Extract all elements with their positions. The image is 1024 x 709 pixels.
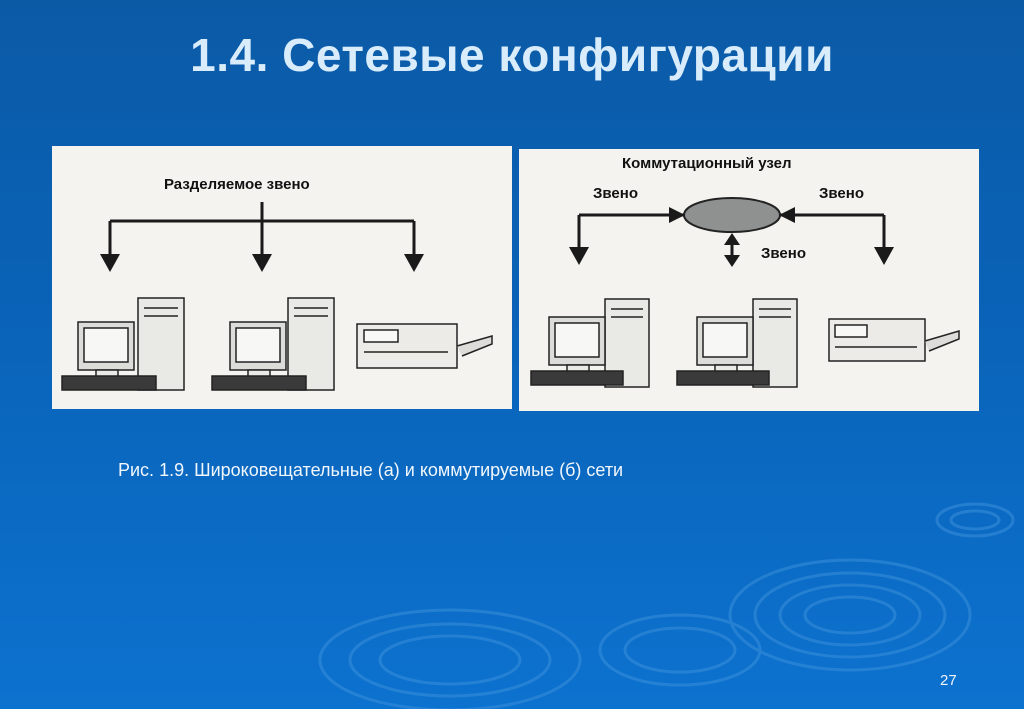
figure-caption: Рис. 1.9. Широковещательные (а) и коммут… bbox=[118, 460, 624, 480]
arrow-down-icon bbox=[724, 255, 740, 267]
arrow-left-icon bbox=[779, 207, 795, 223]
slide-title: 1.4. Сетевые конфигурации bbox=[190, 29, 834, 81]
switching-node-label: Коммутационный узел bbox=[622, 155, 792, 172]
shared-link-lines bbox=[108, 202, 416, 258]
arrow-up-icon bbox=[724, 233, 740, 245]
printer-icon bbox=[828, 318, 960, 362]
computer-icon bbox=[211, 297, 335, 391]
down-link-label: Звено bbox=[761, 245, 806, 262]
arrow-down-icon bbox=[874, 247, 894, 265]
shared-link-label: Разделяемое звено bbox=[164, 176, 310, 193]
computer-icon bbox=[61, 297, 185, 391]
broadcast-network-drawing bbox=[61, 202, 493, 391]
page-number: 27 bbox=[940, 672, 957, 689]
left-link-label: Звено bbox=[593, 185, 638, 202]
switching-node-shape bbox=[683, 197, 781, 233]
arrow-down-icon bbox=[252, 254, 272, 272]
arrow-right-icon bbox=[669, 207, 685, 223]
printer-icon bbox=[356, 323, 493, 369]
arrow-down-icon bbox=[404, 254, 424, 272]
arrow-down-icon bbox=[569, 247, 589, 265]
arrow-down-icon bbox=[100, 254, 120, 272]
switched-network-drawing bbox=[530, 197, 960, 388]
computer-icon bbox=[676, 298, 798, 388]
right-link-label: Звено bbox=[819, 185, 864, 202]
figure-switched-network: Коммутационный узел Звено Звено Звено bbox=[519, 149, 979, 411]
computer-icon bbox=[530, 298, 650, 388]
figure-broadcast-network: Разделяемое звено bbox=[52, 146, 512, 409]
